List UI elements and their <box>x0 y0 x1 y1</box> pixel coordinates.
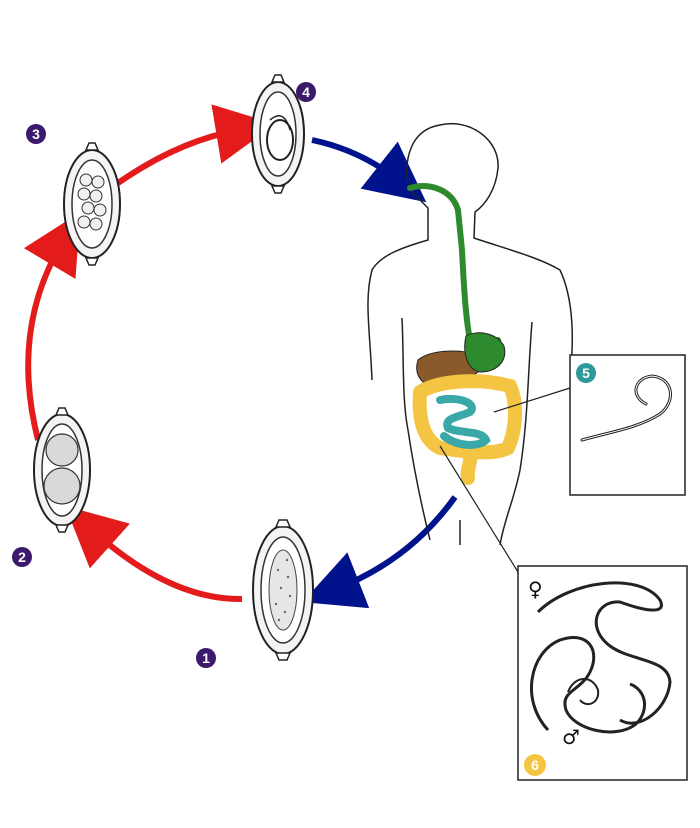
esophagus <box>407 183 501 354</box>
human-host <box>367 122 574 546</box>
arrow-1-to-2 <box>65 505 243 603</box>
arrow-2-to-3 <box>23 212 81 441</box>
arrow-3-to-4 <box>116 104 276 186</box>
stomach <box>464 332 506 373</box>
svg-text:5: 5 <box>582 365 590 381</box>
human-body-outline <box>367 122 574 381</box>
pointer-to-inset-5 <box>493 387 571 413</box>
male-symbol: ♂ <box>562 725 580 749</box>
large-intestine <box>412 374 523 485</box>
arrow-host-to-1 <box>302 495 458 609</box>
female-symbol: ♀ <box>528 577 543 601</box>
arrow-4-to-host <box>311 137 427 203</box>
svg-text:2: 2 <box>18 549 26 565</box>
stage-badge-6: 6 <box>524 754 546 776</box>
male-worm <box>529 636 646 734</box>
stage-badge-1: 1 <box>196 648 216 668</box>
stage-badge-5: 5 <box>576 363 596 383</box>
egg-two-cell-stage <box>33 407 91 533</box>
svg-text:3: 3 <box>32 126 40 142</box>
svg-text:6: 6 <box>531 757 539 773</box>
egg-cleavage-stage <box>63 142 121 266</box>
small-intestine <box>436 395 491 449</box>
svg-text:1: 1 <box>202 650 210 666</box>
pointer-to-inset-6 <box>439 445 519 573</box>
stage-badge-2: 2 <box>12 547 32 567</box>
egg-embryonated <box>251 74 305 194</box>
stage-badge-4: 4 <box>296 82 316 102</box>
inset-adult-worms: ♀ ♂ <box>517 565 688 781</box>
stage-badge-3: 3 <box>26 124 46 144</box>
female-worm <box>536 581 672 725</box>
svg-text:4: 4 <box>302 84 310 100</box>
egg-unembryonated <box>252 519 314 661</box>
